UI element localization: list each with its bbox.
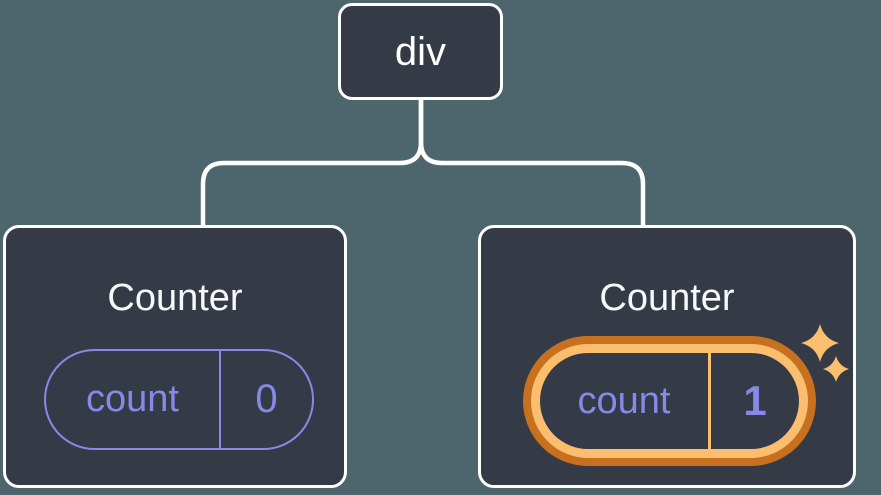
connector-left-branch [200,98,424,227]
state-pill: count 0 [44,349,314,450]
connector-right-branch [418,98,646,227]
highlight-ring: count 1 [531,344,808,458]
state-pill-highlighted: count 1 [523,336,816,466]
state-value: 1 [708,353,799,449]
counter-node-right: Counter count 1 [478,225,856,488]
root-node: div [338,3,503,100]
state-pill: count 1 [540,353,799,449]
state-value: 0 [219,351,312,448]
counter-node-left: Counter count 0 [3,225,347,488]
state-key-label: count [577,379,671,422]
sparkle-small [823,356,849,382]
state-key-label: count [86,378,179,420]
sparkle-large [801,324,839,362]
sparkles-icon [801,324,849,382]
counter-title: Counter [599,277,735,319]
counter-title: Counter [107,277,243,319]
root-node-label: div [394,29,447,74]
